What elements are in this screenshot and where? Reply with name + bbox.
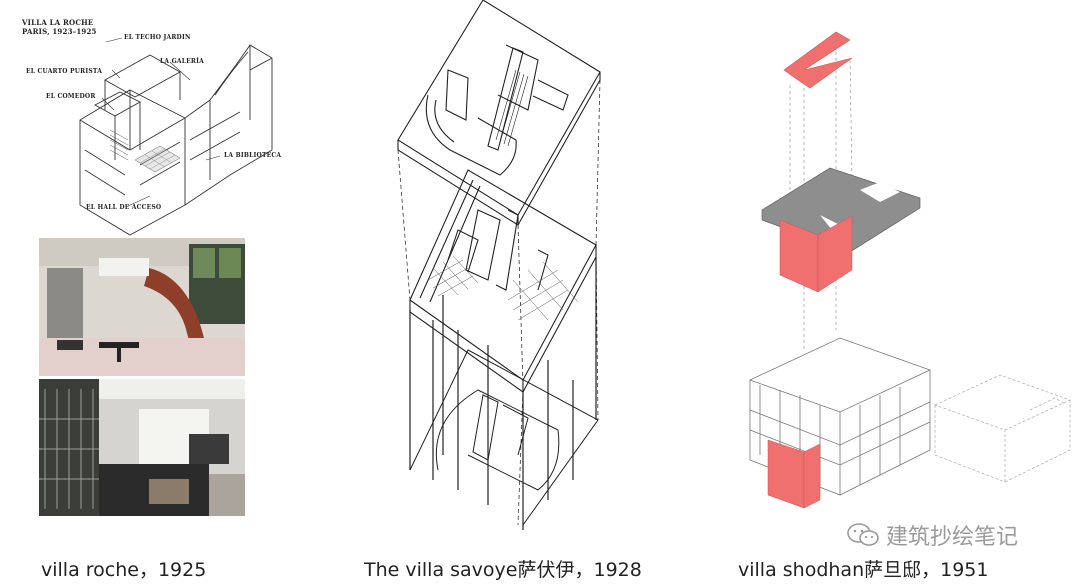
roche-title-2: PARIS, 1923–1925 [22,27,97,36]
watermark: 建筑抄绘笔记 [846,519,1018,551]
roche-interior-photo-1 [39,238,245,376]
savoye-drawing [397,0,601,530]
label-biblioteca: LA BIBLIOTECA [224,152,282,159]
label-cuarto-purista: EL CUARTO PURISTA [26,68,103,75]
wechat-icon [847,523,879,546]
label-techo-jardin: EL TECHO JARDIN [124,34,191,41]
roche-interior-drawing-1 [39,238,245,376]
roche-title-1: VILLA LA ROCHE [22,18,94,27]
roche-interior-drawing-2 [39,379,245,516]
caption-villa-shodhan: villa shodhan萨旦邸，1951 [738,559,989,581]
villa-roche-axonometric: VILLA LA ROCHE PARIS, 1923–1925 EL TECHO… [10,0,281,250]
label-galeria: LA GALERÍA [160,58,204,65]
roche-axo-drawing [79,37,273,236]
caption-villa-roche: villa roche，1925 [41,559,207,581]
roche-interior-photo-2 [39,379,245,516]
label-comedor: EL COMEDOR [46,93,96,100]
caption-villa-savoye: The villa savoye萨伏伊，1928 [364,559,642,581]
shodhan-drawing [748,31,1071,509]
villa-savoye-exploded-axonometric [388,0,620,540]
label-hall-acceso: EL HALL DE ACCESO [86,204,162,211]
villa-shodhan-exploded-axonometric [740,30,1080,510]
watermark-text: 建筑抄绘笔记 [886,525,1019,550]
